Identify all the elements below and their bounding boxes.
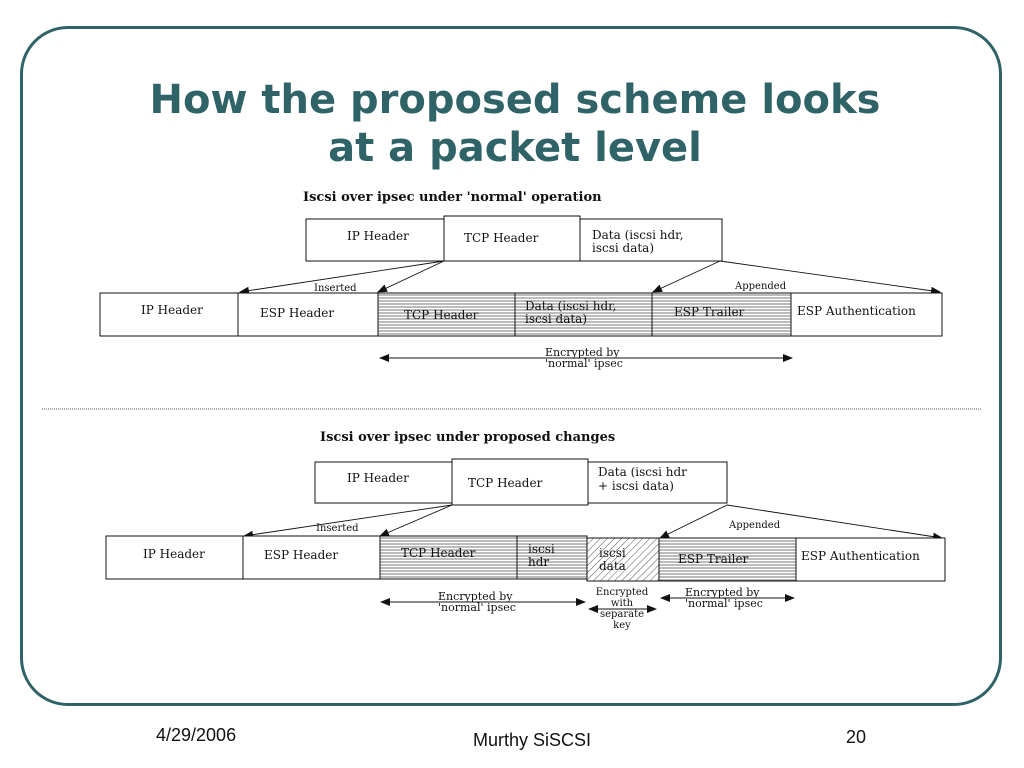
proposed-original-packet: IP Header TCP Header Data (iscsi hdr + i… (314, 458, 728, 506)
normal-tcp-label: TCP Header (404, 308, 479, 322)
footer-page-number: 20 (846, 727, 867, 747)
normal-esp-label: ESP Header (260, 306, 334, 320)
footer-center-text: Murthy SiSCSI (473, 730, 592, 750)
normal-heading: Iscsi over ipsec under 'normal' operatio… (303, 190, 602, 205)
normal-inserted-label: Inserted (314, 283, 357, 294)
proposed-ip-label: IP Header (143, 547, 205, 561)
proposed-encrypted-mid-label-2: with (611, 598, 634, 609)
proposed-esp-label: ESP Header (264, 548, 338, 562)
proposed-top-data-label-1: Data (iscsi hdr (598, 465, 687, 479)
normal-data-label-1: Data (iscsi hdr, (525, 299, 616, 313)
proposed-auth-label: ESP Authentication (801, 549, 920, 563)
normal-arrows (239, 260, 941, 295)
proposed-hdr-label-2: hdr (528, 555, 549, 569)
proposed-encrypted-left-label-2: 'normal' ipsec (438, 601, 516, 614)
normal-top-data-label-2: iscsi data) (592, 241, 654, 255)
proposed-encrypted-right-label-1: Encrypted by (685, 586, 760, 599)
slide-frame (20, 26, 1002, 706)
proposed-top-tcp-label: TCP Header (468, 476, 543, 490)
proposed-data-label-2: data (599, 559, 626, 573)
proposed-esp-packet: IP Header ESP Header TCP Header iscsi hd… (105, 535, 946, 582)
proposed-hdr-label-1: iscsi (528, 542, 555, 556)
normal-top-ip-label: IP Header (347, 229, 409, 243)
slide-title: How the proposed scheme looks at a packe… (149, 77, 881, 171)
proposed-heading: Iscsi over ipsec under proposed changes (320, 430, 615, 445)
normal-encrypted-label-2: 'normal' ipsec (545, 357, 623, 370)
normal-top-data-label-1: Data (iscsi hdr, (592, 228, 683, 242)
proposed-encrypted-right-label-2: 'normal' ipsec (685, 597, 763, 610)
proposed-encrypted-left-label-1: Encrypted by (438, 590, 513, 603)
footer-date: 4/29/2006 (156, 725, 237, 745)
proposed-encrypted-mid-label-1: Encrypted (596, 587, 649, 598)
normal-trailer-label: ESP Trailer (674, 305, 745, 319)
normal-original-packet: IP Header TCP Header Data (iscsi hdr, is… (305, 215, 723, 262)
normal-appended-label: Appended (734, 281, 787, 292)
proposed-encrypted-mid-label-3: separate (600, 609, 644, 620)
normal-ip-label: IP Header (141, 303, 203, 317)
proposed-arrows (243, 504, 943, 541)
proposed-encrypted-mid-label-4: key (613, 620, 631, 631)
proposed-top-data-label-2: + iscsi data) (598, 479, 674, 493)
normal-esp-packet: IP Header ESP Header TCP Header Data (is… (99, 292, 943, 337)
normal-data-label-2: iscsi data) (525, 312, 587, 326)
normal-auth-label: ESP Authentication (797, 304, 916, 318)
proposed-trailer-label: ESP Trailer (678, 552, 749, 566)
normal-top-tcp-label: TCP Header (464, 231, 539, 245)
proposed-appended-label: Appended (728, 520, 781, 531)
normal-encrypted-label-1: Encrypted by (545, 346, 620, 359)
proposed-data-label-1: iscsi (599, 546, 626, 560)
proposed-inserted-label: Inserted (316, 523, 359, 534)
proposed-top-ip-label: IP Header (347, 471, 409, 485)
proposed-tcp-label: TCP Header (401, 546, 476, 560)
